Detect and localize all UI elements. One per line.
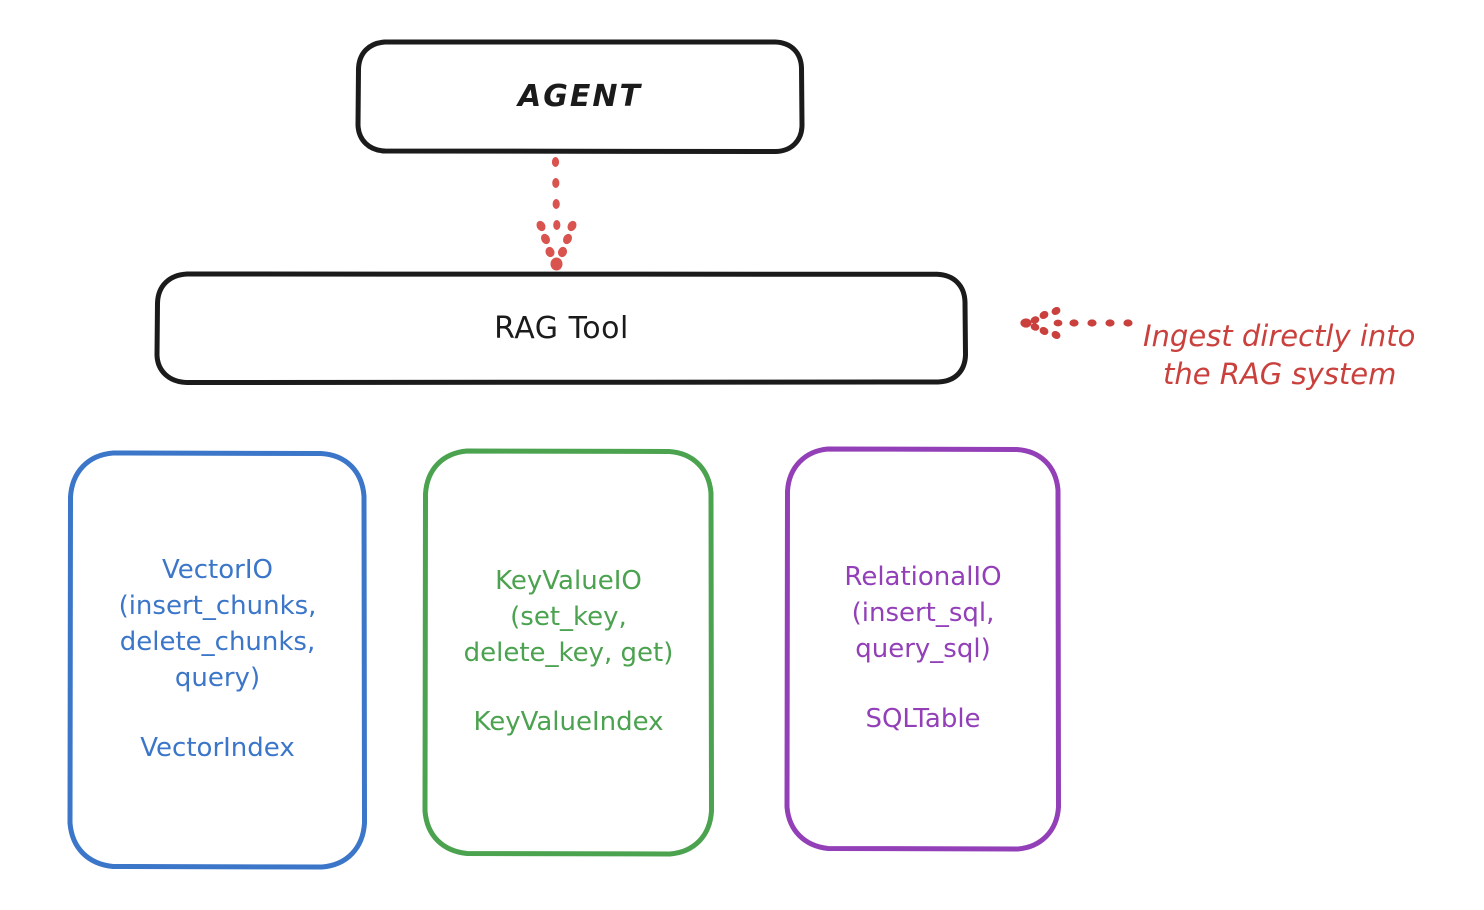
- relational-io-content: RelationalIO (insert_sql, query_sql) SQL…: [784, 560, 1062, 738]
- key-value-io-box-outline: [422, 448, 714, 857]
- dotted-arrow-down-icon: [536, 157, 577, 271]
- connector-ingest-pointer: [1020, 306, 1133, 340]
- key-value-io-index-label: KeyValueIndex: [473, 707, 664, 738]
- relational-io-box-outline: [784, 446, 1061, 852]
- annotation-ingest: Ingest directly into the RAG system: [1143, 278, 1473, 432]
- key-value-io-content: KeyValueIO (set_key, delete_key, get) Ke…: [422, 564, 715, 742]
- vector-io-index-label: VectorIndex: [140, 732, 295, 763]
- rag-tool-box-outline: [154, 271, 968, 385]
- node-relational-io[interactable]: RelationalIO (insert_sql, query_sql) SQL…: [784, 446, 1062, 852]
- relational-io-index-label: SQLTable: [865, 703, 981, 734]
- key-value-io-api-label: KeyValueIO (set_key, delete_key, get): [463, 565, 674, 668]
- node-rag-tool[interactable]: RAG Tool: [154, 271, 969, 385]
- annotation-ingest-line1: Ingest directly into: [1143, 318, 1416, 353]
- agent-label: AGENT: [518, 79, 642, 114]
- vector-io-box-outline: [67, 450, 367, 870]
- agent-box-outline: [355, 39, 805, 154]
- annotation-ingest-line2: the RAG system: [1163, 357, 1397, 392]
- node-vector-io[interactable]: VectorIO (insert_chunks, delete_chunks, …: [67, 450, 368, 870]
- connector-agent-to-rag-tool: [536, 157, 577, 271]
- rag-tool-label: RAG Tool: [494, 310, 629, 346]
- vector-io-content: VectorIO (insert_chunks, delete_chunks, …: [67, 553, 368, 766]
- vector-io-api-label: VectorIO (insert_chunks, delete_chunks, …: [118, 555, 317, 693]
- node-agent[interactable]: AGENT: [355, 39, 805, 154]
- node-key-value-io[interactable]: KeyValueIO (set_key, delete_key, get) Ke…: [422, 448, 715, 857]
- dotted-arrow-left-icon: [1020, 306, 1133, 340]
- relational-io-api-label: RelationalIO (insert_sql, query_sql): [844, 562, 1002, 664]
